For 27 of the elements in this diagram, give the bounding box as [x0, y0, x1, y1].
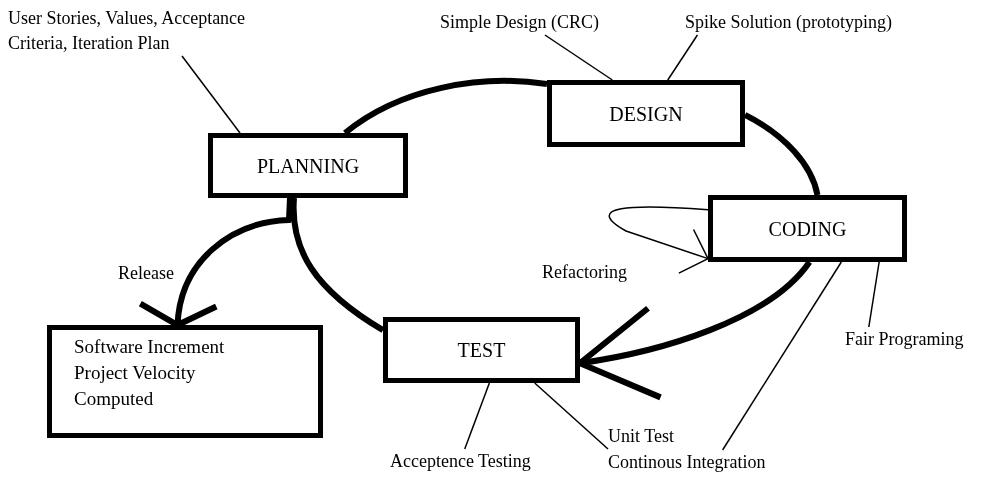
phase-box — [383, 317, 580, 383]
annotation-text: Simple Design (CRC) — [440, 10, 599, 35]
result-text: Project Velocity Computed — [74, 361, 197, 411]
annotation-text: User Stories, Values, Acceptance Criteria, Iteration Plan — [8, 6, 298, 56]
phase-label: CODING — [768, 216, 847, 241]
leader-line — [533, 382, 609, 450]
result-box — [47, 325, 323, 438]
phase-box — [547, 80, 745, 147]
loop-arrow — [608, 206, 709, 274]
result-text: Software Increment — [74, 335, 225, 359]
phase-label: PLANNING — [256, 153, 360, 178]
phase-box — [208, 133, 408, 198]
leader-line — [544, 34, 614, 81]
phase-box — [708, 195, 907, 262]
annotation-text: Fair Programing — [845, 327, 964, 352]
leader-line — [464, 382, 491, 450]
annotation-text: Acceptence Testing — [390, 449, 531, 474]
leader-line — [721, 261, 843, 451]
phase-label: TEST — [457, 338, 506, 362]
annotation-text: Spike Solution (prototyping) — [685, 10, 892, 35]
annotation-text: Unit Test — [608, 424, 674, 449]
leader-line — [181, 55, 241, 134]
leader-line — [667, 34, 699, 81]
leader-line — [868, 261, 880, 328]
annotation-text: Continous Integration — [608, 450, 766, 475]
phase-label: DESIGN — [609, 101, 683, 126]
edge-label: Refactoring — [542, 261, 627, 283]
